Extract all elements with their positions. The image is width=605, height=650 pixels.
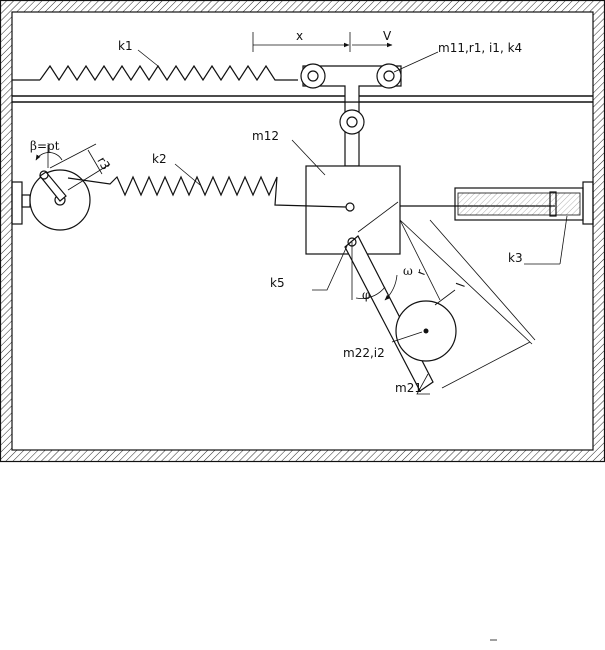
label-beta: β=pt bbox=[30, 139, 60, 153]
pendulum bbox=[344, 235, 457, 392]
label-r3: r3 bbox=[94, 155, 112, 173]
left-mount bbox=[11, 181, 31, 225]
label-phi: φ bbox=[362, 288, 370, 302]
trolley-m11 bbox=[300, 63, 402, 167]
label-r: r bbox=[414, 268, 429, 277]
spring-k1 bbox=[39, 64, 298, 82]
label-k2: k2 bbox=[152, 152, 167, 166]
leader-k5 bbox=[312, 245, 348, 291]
dimension-x bbox=[252, 32, 351, 52]
crank-pin bbox=[39, 170, 49, 180]
spring-k2 bbox=[67, 175, 347, 208]
leader-m11 bbox=[393, 51, 439, 73]
label-m12: m12 bbox=[252, 129, 279, 143]
guide-rail bbox=[12, 79, 593, 103]
omega-arrow bbox=[384, 274, 398, 301]
damper-k3 bbox=[400, 181, 594, 225]
leader-k1 bbox=[137, 49, 159, 67]
label-k3: k3 bbox=[508, 251, 523, 265]
leader-m12 bbox=[291, 139, 326, 176]
leader-m22 bbox=[391, 331, 423, 343]
label-omega: ω bbox=[403, 264, 413, 278]
phi-arc bbox=[355, 286, 386, 299]
label-l: l bbox=[454, 281, 468, 289]
label-m21: m21 bbox=[395, 381, 422, 395]
leader-k3-tip bbox=[559, 215, 568, 265]
label-m11: m11,r1, i1, k4 bbox=[438, 41, 522, 55]
label-v: V bbox=[383, 29, 392, 43]
label-k1: k1 bbox=[118, 39, 133, 53]
dimension-r-l bbox=[357, 201, 536, 389]
label-m22: m22,i2 bbox=[343, 346, 385, 360]
leader-m21 bbox=[416, 373, 430, 395]
beta-arc bbox=[35, 152, 63, 161]
dimension-r3 bbox=[49, 143, 111, 191]
crank-arm bbox=[39, 171, 67, 202]
leader-k2 bbox=[174, 163, 201, 186]
label-k5: k5 bbox=[270, 276, 285, 290]
label-x: x bbox=[296, 29, 303, 43]
